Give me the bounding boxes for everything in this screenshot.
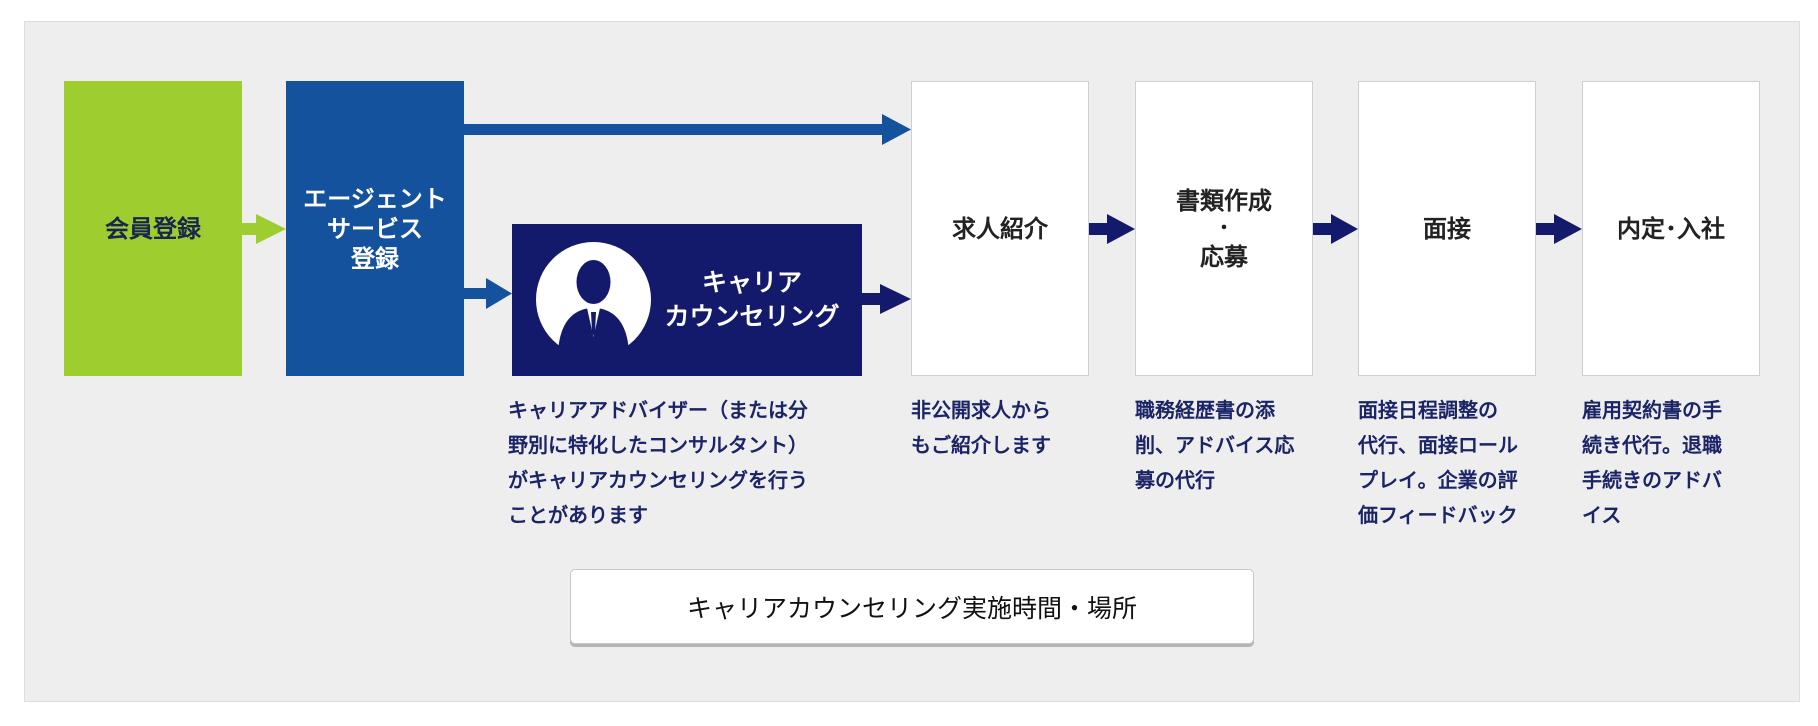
description-line: キャリアアドバイザー（または分 xyxy=(508,398,808,422)
description-line: 代行、面接ロール xyxy=(1358,433,1518,457)
description-line: 削、アドバイス応 xyxy=(1135,433,1295,457)
description-line: 面接日程調整の xyxy=(1358,398,1498,422)
step-label-line: 応募 xyxy=(1200,242,1248,271)
step-label-line: サービス xyxy=(327,214,423,243)
step-offer-joining: 内定･入社 xyxy=(1582,81,1760,376)
interview-description: 面接日程調整の 代行、面接ロール プレイ。企業の評 価フィードバック xyxy=(1358,393,1548,533)
step-label-line: 登録 xyxy=(351,244,399,273)
step-label-line: キャリア xyxy=(701,268,802,297)
step-label-line: エージェント xyxy=(303,184,447,213)
document-application-description: 職務経歴書の添 削、アドバイス応 募の代行 xyxy=(1135,393,1325,498)
description-line: イス xyxy=(1582,503,1622,527)
description-line: 続き代行。退職 xyxy=(1582,433,1722,457)
step-label-separator: ・ xyxy=(1215,217,1233,239)
description-line: 募の代行 xyxy=(1135,468,1215,492)
arrow-right-icon xyxy=(464,114,911,145)
step-job-introduction: 求人紹介 xyxy=(911,81,1089,376)
step-member-registration: 会員登録 xyxy=(64,81,242,376)
description-line: ことがあります xyxy=(508,503,648,527)
description-line: プレイ。企業の評 xyxy=(1358,468,1518,492)
description-line: 価フィードバック xyxy=(1358,503,1518,527)
step-agent-service-registration: エージェント サービス 登録 xyxy=(286,81,464,376)
career-counseling-description: キャリアアドバイザー（または分 野別に特化したコンサルタント） がキャリアカウン… xyxy=(508,393,878,533)
career-counseling-schedule-button[interactable]: キャリアカウンセリング実施時間・場所 xyxy=(570,569,1254,644)
description-line: 職務経歴書の添 xyxy=(1135,398,1275,422)
arrow-right-icon xyxy=(1089,214,1135,244)
step-label: 内定･入社 xyxy=(1617,214,1725,243)
step-career-counseling: キャリア カウンセリング xyxy=(512,224,862,376)
step-interview: 面接 xyxy=(1358,81,1536,376)
arrow-right-icon xyxy=(1313,214,1358,244)
arrow-right-icon xyxy=(1536,214,1582,244)
job-introduction-description: 非公開求人から もご紹介します xyxy=(911,393,1101,463)
step-document-application: 書類作成 ・ 応募 xyxy=(1135,81,1313,376)
step-label-line: 書類作成 xyxy=(1176,186,1272,215)
offer-joining-description: 雇用契約書の手 続き代行。退職 手続きのアドバ イス xyxy=(1582,393,1772,533)
step-label: 会員登録 xyxy=(105,214,201,243)
description-line: 野別に特化したコンサルタント） xyxy=(508,433,808,457)
arrow-right-icon xyxy=(464,278,512,309)
step-label: 面接 xyxy=(1423,214,1471,243)
person-silhouette-icon xyxy=(536,242,651,357)
description-line: 雇用契約書の手 xyxy=(1582,398,1722,422)
arrow-right-icon xyxy=(242,214,286,244)
description-line: がキャリアカウンセリングを行う xyxy=(508,468,808,492)
step-label: 求人紹介 xyxy=(952,214,1048,243)
step-label-line: カウンセリング xyxy=(664,301,840,331)
description-line: 非公開求人から xyxy=(911,398,1051,422)
arrow-right-icon xyxy=(862,284,911,314)
description-line: もご紹介します xyxy=(911,433,1051,457)
description-line: 手続きのアドバ xyxy=(1582,468,1722,492)
